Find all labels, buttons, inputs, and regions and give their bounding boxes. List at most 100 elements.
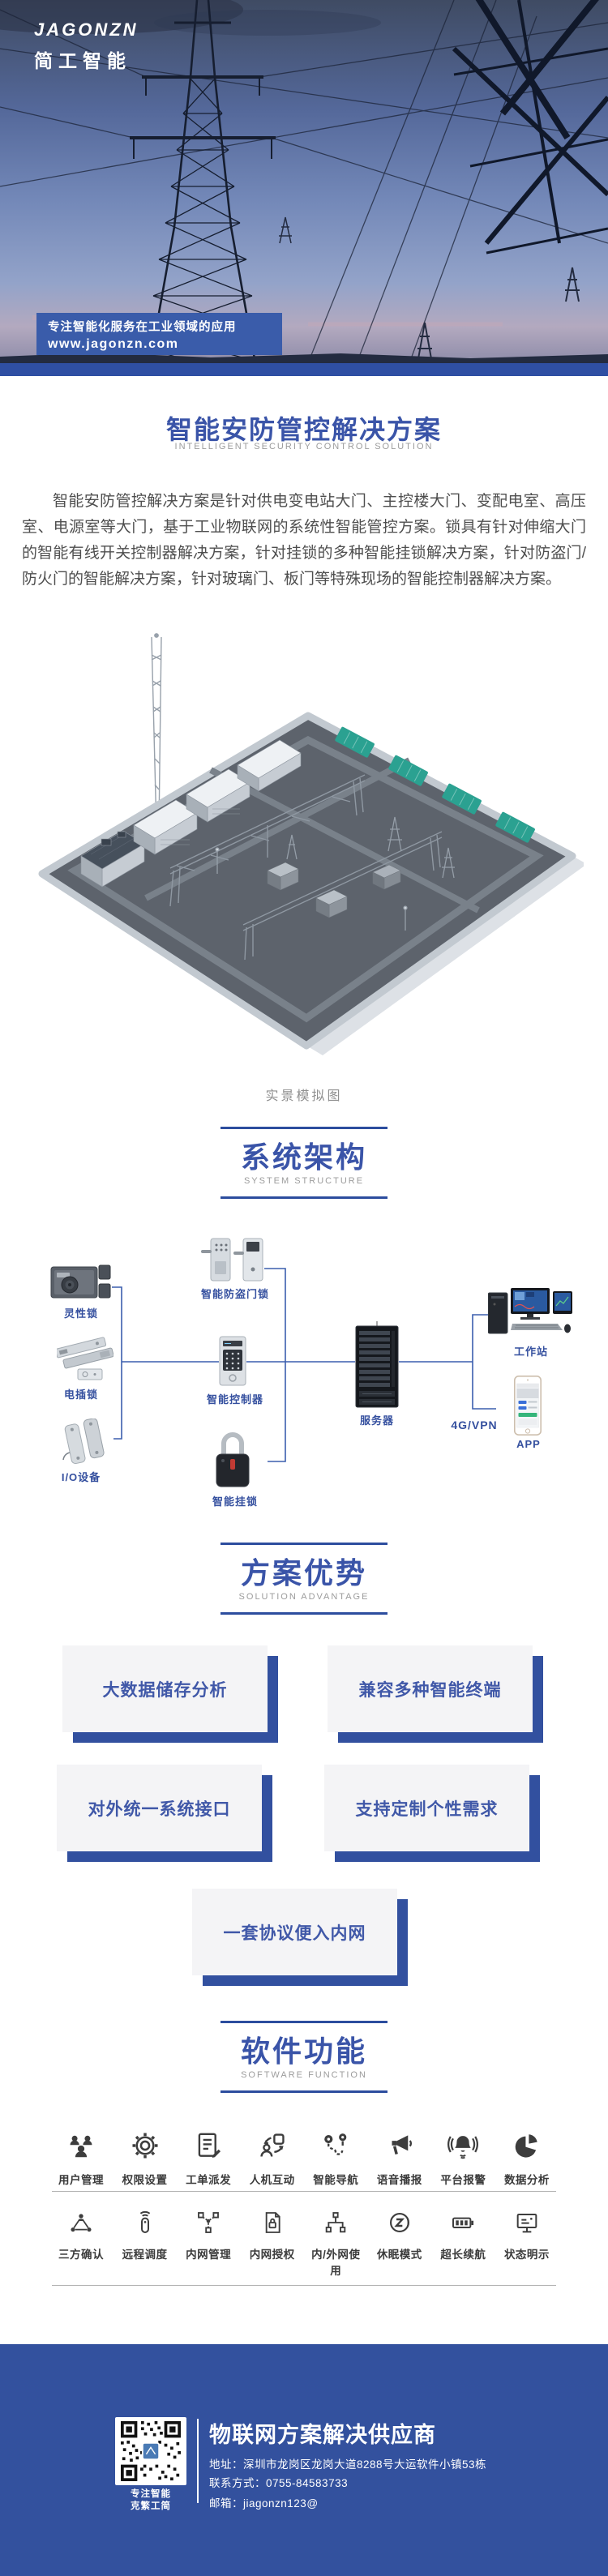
network-label: 4G/VPN	[451, 1419, 498, 1431]
motor-lock-label: 灵性锁	[63, 1307, 98, 1320]
feature-platform-alarm: 平台报警	[434, 2130, 492, 2187]
bolt-lock-image	[55, 1336, 114, 1387]
gear-icon	[116, 2130, 174, 2165]
footer-address: 地址：深圳市龙岗区龙岗大道8288号大运软件小镇53栋	[209, 2458, 487, 2471]
section-title: 系统架构	[240, 1140, 367, 1174]
human-machine-icon	[243, 2130, 302, 2165]
qr-code	[115, 2417, 186, 2485]
footer: 专注智能 克繁工简 物联网方案解决供应商 地址：深圳市龙岗区龙岗大道8288号大…	[0, 2344, 608, 2576]
feature-navigation: 智能导航	[306, 2130, 365, 2187]
hero-photo: JAGONZN 简工智能 专注智能化服务在工业领域的应用 www.jagonzn…	[0, 0, 608, 363]
users-icon	[52, 2130, 110, 2165]
section-header-advantages: 方案优势 SOLUTION ADVANTAGE	[221, 1543, 387, 1615]
door-lock-label: 智能防盗门锁	[200, 1288, 269, 1300]
server-image	[355, 1321, 399, 1413]
substation-isometric-image	[38, 633, 587, 1055]
three-party-icon	[52, 2210, 110, 2240]
door-lock-image	[201, 1237, 269, 1286]
feature-user-management: 用户管理	[52, 2130, 110, 2187]
advantage-text: 兼容多种智能终端	[328, 1645, 533, 1732]
io-device-label: I/O设备	[61, 1471, 101, 1483]
remote-dispatch-icon	[116, 2210, 174, 2240]
app-phone-image	[514, 1376, 542, 1440]
long-battery-icon	[434, 2210, 492, 2240]
workstation-label: 工作站	[513, 1346, 548, 1358]
footer-divider	[197, 2419, 199, 2503]
feature-intranet-management: 内网管理	[179, 2210, 238, 2278]
work-order-icon	[179, 2130, 238, 2165]
connector-lines	[112, 1268, 496, 1462]
hero-banner: 专注智能化服务在工业领域的应用 www.jagonzn.com	[36, 313, 282, 355]
feature-sleep-mode: 休眠模式	[370, 2210, 429, 2278]
padlock-image	[215, 1430, 250, 1492]
feature-data-analysis: 数据分析	[498, 2130, 556, 2187]
advantage-card: 支持定制个性需求	[324, 1765, 540, 1862]
feature-permission-settings: 权限设置	[116, 2130, 174, 2187]
footer-contact: 联系方式：0755-84583733	[209, 2477, 349, 2489]
advantage-card: 兼容多种智能终端	[328, 1645, 543, 1743]
io-device-image	[62, 1418, 113, 1470]
server-label: 服务器	[359, 1414, 394, 1427]
section-title: 软件功能	[240, 2035, 367, 2068]
padlock-label: 智能挂锁	[212, 1496, 258, 1508]
qr-code-image	[121, 2421, 181, 2481]
logo-text-cn: 简工智能	[34, 50, 131, 71]
banner-url: www.jagonzn.com	[48, 337, 179, 351]
qr-caption-line1: 专注智能	[131, 2489, 171, 2499]
footer-title: 物联网方案解决供应商	[209, 2423, 436, 2447]
advantage-card: 对外统一系统接口	[57, 1765, 272, 1862]
navigation-icon	[306, 2130, 365, 2165]
intranet-extranet-icon	[306, 2210, 365, 2240]
section-subtitle-en: SOFTWARE FUNCTION	[241, 2070, 367, 2080]
intro-paragraph: 智能安防管控解决方案是针对供电变电站大门、主控楼大门、变配电室、高压室、电源室等…	[22, 493, 586, 588]
app-label: APP	[516, 1438, 541, 1450]
intranet-authorization-icon	[243, 2210, 302, 2240]
feature-work-order: 工单派发	[179, 2130, 238, 2187]
software-feature-row-1: 用户管理 权限设置 工单派发	[52, 2130, 556, 2192]
section-subtitle-en: SOLUTION ADVANTAGE	[238, 1592, 370, 1602]
feature-human-machine: 人机互动	[243, 2130, 302, 2187]
sleep-mode-icon	[370, 2210, 429, 2240]
banner-slogan: 专注智能化服务在工业领域的应用	[48, 321, 237, 334]
advantage-text: 支持定制个性需求	[324, 1765, 529, 1851]
qr-caption: 专注智能 克繁工简	[102, 2488, 199, 2513]
feature-voice-broadcast: 语音播报	[370, 2130, 429, 2187]
section-title: 方案优势	[240, 1556, 367, 1590]
status-display-icon	[498, 2210, 556, 2240]
advantage-card: 一套协议便入内网	[192, 1889, 408, 1986]
feature-remote-dispatch: 远程调度	[116, 2210, 174, 2278]
advantage-text: 大数据储存分析	[62, 1645, 268, 1732]
page-subtitle: INTELLIGENT SECURITY CONTROL SOLUTION	[174, 442, 434, 451]
page-title: 智能安防管控解决方案	[165, 415, 442, 444]
advantage-card: 大数据储存分析	[62, 1645, 278, 1743]
feature-intranet-authorization: 内网授权	[243, 2210, 302, 2278]
section-header-architecture: 系统架构 SYSTEM STRUCTURE	[221, 1127, 387, 1199]
feature-three-party: 三方确认	[52, 2210, 110, 2278]
company-logo: JAGONZN 简工智能	[34, 19, 139, 73]
qr-caption-line2: 克繁工简	[131, 2501, 171, 2511]
advantage-text: 一套协议便入内网	[192, 1889, 397, 1975]
controller-image	[219, 1336, 246, 1390]
architecture-diagram: 灵性锁 电插锁	[0, 1216, 608, 1540]
voice-broadcast-icon	[370, 2130, 429, 2165]
workstation-image	[487, 1285, 572, 1339]
green-panels	[335, 726, 535, 843]
feature-long-battery: 超长续航	[434, 2210, 492, 2278]
illustration-caption: 实景模拟图	[265, 1089, 343, 1103]
software-feature-row-2: 三方确认 远程调度 内网管理	[52, 2210, 556, 2286]
transmission-towers-photo	[0, 0, 608, 363]
footer-email: 邮箱：jiagonzn123@	[209, 2497, 319, 2510]
motor-lock-image	[50, 1263, 112, 1306]
platform-alarm-icon	[434, 2130, 492, 2165]
advantage-text: 对外统一系统接口	[57, 1765, 262, 1851]
feature-intranet-extranet: 内/外网使用	[306, 2210, 365, 2278]
bolt-lock-label: 电插锁	[63, 1389, 98, 1401]
section-header-software: 软件功能 SOFTWARE FUNCTION	[221, 2021, 387, 2093]
logo-text: JAGONZN	[34, 19, 139, 40]
facility-illustration	[24, 631, 587, 1058]
feature-status-display: 状态明示	[498, 2210, 556, 2278]
section-subtitle-en: SYSTEM STRUCTURE	[243, 1176, 365, 1186]
controller-label: 智能控制器	[206, 1393, 263, 1406]
data-analysis-icon	[498, 2130, 556, 2165]
